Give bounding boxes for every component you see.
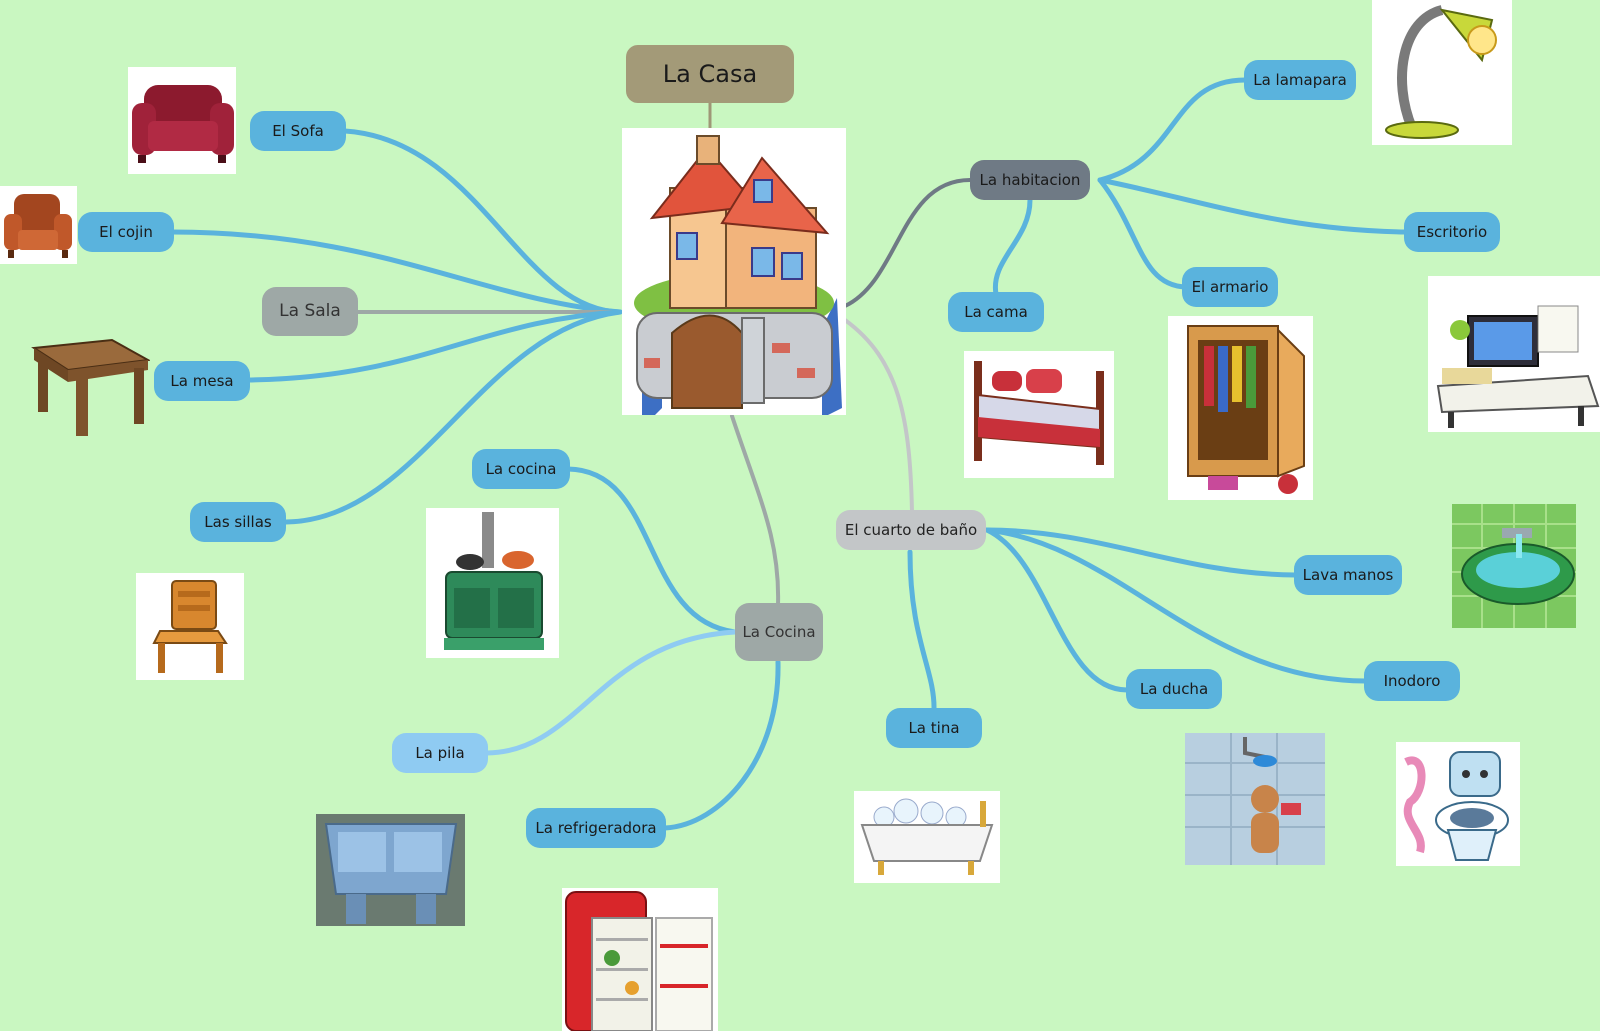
link-habitacion-escritorio — [1097, 177, 1408, 235]
armchair-icon — [4, 194, 72, 258]
washbasin-icon — [1452, 504, 1576, 628]
table-illustration — [30, 338, 150, 438]
stove-illustration — [426, 508, 559, 658]
subtopic-escritorio[interactable]: Escritorio — [1404, 212, 1500, 252]
wardrobe-icon — [1187, 325, 1305, 494]
desk-icon — [1436, 305, 1600, 428]
link-habitacion-lamapara — [1097, 77, 1248, 183]
bed-illustration — [964, 351, 1114, 478]
subtopic-el-sofa[interactable]: El Sofa — [250, 111, 346, 151]
link-bano-lavamanos — [984, 527, 1298, 578]
sink-basin-illustration — [316, 814, 465, 926]
link-cocina-pila — [484, 629, 738, 756]
subtopic-la-tina[interactable]: La tina — [886, 708, 982, 748]
shower-icon — [1185, 733, 1325, 865]
bed-icon — [974, 361, 1104, 465]
sink-basin-icon — [324, 823, 458, 924]
topic-cuarto-de-bano[interactable]: El cuarto de baño — [836, 510, 986, 550]
toilet-illustration — [1396, 742, 1520, 866]
shower-illustration — [1185, 733, 1325, 865]
subtopic-la-cama[interactable]: La cama — [948, 292, 1044, 332]
subtopic-la-ducha[interactable]: La ducha — [1126, 669, 1222, 709]
bathtub-illustration — [854, 791, 1000, 883]
root-node[interactable]: La Casa — [626, 45, 794, 103]
armchair-illustration — [0, 186, 77, 264]
house-illustration — [622, 128, 846, 415]
link-habitacion-cama — [992, 197, 1033, 297]
subtopic-lava-manos[interactable]: Lava manos — [1294, 555, 1402, 595]
toilet-icon — [1403, 751, 1509, 861]
washbasin-illustration — [1452, 504, 1576, 628]
subtopic-la-refrigeradora[interactable]: La refrigeradora — [526, 808, 666, 848]
sofa-icon — [132, 85, 234, 163]
refrigerator-illustration — [562, 888, 718, 1031]
topic-habitacion[interactable]: La habitacion — [970, 160, 1090, 200]
subtopic-el-cojin[interactable]: El cojin — [78, 212, 174, 252]
house-icon — [634, 135, 842, 415]
link-bano-tina — [907, 549, 937, 713]
subtopic-las-sillas[interactable]: Las sillas — [190, 502, 286, 542]
refrigerator-icon — [565, 891, 713, 1031]
link-sala-mesa — [245, 309, 623, 383]
topic-sala[interactable]: La Sala — [262, 287, 358, 336]
subtopic-la-mesa[interactable]: La mesa — [154, 361, 250, 401]
bathtub-icon — [860, 798, 994, 875]
chair-illustration — [136, 573, 244, 680]
topic-cocina[interactable]: La Cocina — [735, 603, 823, 661]
sofa-illustration — [128, 67, 236, 174]
link-house-bano — [843, 318, 914, 514]
subtopic-inodoro[interactable]: Inodoro — [1364, 661, 1460, 701]
subtopic-la-pila[interactable]: La pila — [392, 733, 488, 773]
link-sala-cojin — [169, 229, 623, 315]
subtopic-la-cocina[interactable]: La cocina — [472, 449, 570, 489]
link-habitacion-armario — [1097, 177, 1189, 290]
link-bano-inodoro — [984, 527, 1368, 684]
link-house-cocina — [730, 414, 781, 607]
subtopic-la-lamapara[interactable]: La lamapara — [1244, 60, 1356, 100]
wardrobe-illustration — [1168, 316, 1313, 500]
link-house-habitacion — [843, 178, 972, 308]
link-sala-sillas — [283, 309, 623, 525]
link-bano-ducha — [984, 527, 1130, 693]
desk-illustration — [1428, 276, 1600, 432]
table-icon — [31, 338, 150, 436]
lamp-illustration — [1372, 0, 1512, 145]
link-cocina-refri — [662, 659, 781, 831]
link-cocina-lacocina — [565, 466, 738, 635]
subtopic-el-armario[interactable]: El armario — [1182, 267, 1278, 307]
chair-icon — [152, 580, 228, 673]
stove-icon — [444, 512, 544, 650]
link-sala-sofa — [342, 128, 623, 315]
lamp-icon — [1385, 5, 1497, 139]
